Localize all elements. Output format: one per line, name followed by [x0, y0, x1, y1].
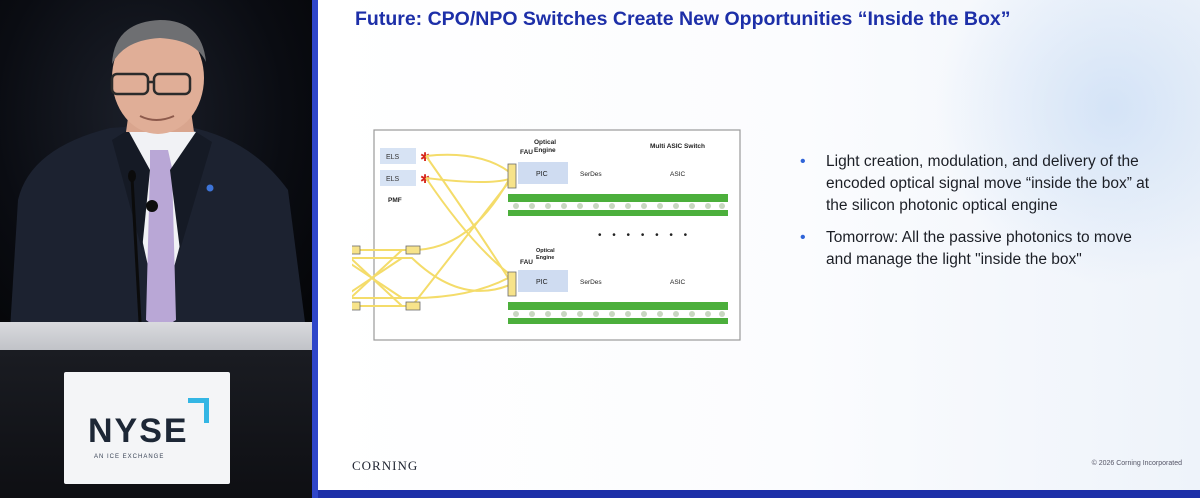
- bullet-dot-icon: •: [800, 229, 806, 246]
- presenter-figure: [10, 20, 306, 330]
- substrate-bottom-upper: [508, 302, 728, 310]
- optical-engine-label-top-2: Engine: [534, 147, 556, 154]
- copyright-notice: © 2026 Corning Incorporated: [1091, 460, 1182, 467]
- els-star-icon-bottom: ✱: [420, 172, 430, 186]
- pmf-label: PMF: [388, 197, 402, 204]
- pic-label-top: PIC: [536, 171, 548, 178]
- bullet-item: • Light creation, modulation, and delive…: [796, 151, 1156, 217]
- presentation-slide: Future: CPO/NPO Switches Create New Oppo…: [318, 0, 1200, 498]
- presenter-video: NYSE AN ICE EXCHANGE: [0, 0, 312, 498]
- bullet-dot-icon: •: [800, 153, 806, 170]
- fiber-connectors: [352, 245, 421, 311]
- bullet-item: • Tomorrow: All the passive photonics to…: [796, 227, 1156, 271]
- serdes-label-top: SerDes: [580, 171, 602, 178]
- slide-background-glow: [920, 0, 1200, 300]
- optical-engine-label-bottom-2: Engine: [536, 255, 554, 261]
- optical-engine-label-bottom-1: Optical: [536, 248, 555, 254]
- multi-asic-switch-label: Multi ASIC Switch: [650, 143, 705, 150]
- corning-logo: CORNING: [352, 458, 419, 473]
- substrate-bottom-lower: [508, 318, 728, 324]
- bullet-text: Light creation, modulation, and delivery…: [826, 153, 1150, 214]
- fau-block-top: [507, 163, 517, 189]
- video-slide-divider: [312, 0, 318, 498]
- fau-block-bottom: [507, 271, 517, 297]
- bump-row-top: [513, 203, 725, 209]
- cpo-switch-diagram: ELS ✱ ELS ✱ PMF: [352, 126, 742, 342]
- nyse-tagline: AN ICE EXCHANGE: [94, 454, 165, 460]
- ellipsis-separator: • • • • • • •: [598, 230, 691, 241]
- optical-fibers: [352, 153, 513, 307]
- optical-engine-label-top-1: Optical: [534, 139, 556, 146]
- slide-bullet-list: • Light creation, modulation, and delive…: [796, 151, 1156, 281]
- lectern-top: [0, 322, 312, 352]
- els-label-top: ELS: [386, 154, 400, 161]
- substrate-top-upper: [508, 194, 728, 202]
- asic-label-top: ASIC: [670, 171, 685, 178]
- nyse-logo-mark-icon: [188, 398, 209, 423]
- els-module-top: [380, 148, 416, 164]
- fau-label-bottom: FAU: [520, 259, 533, 266]
- bullet-text: Tomorrow: All the passive photonics to m…: [826, 229, 1132, 268]
- pic-label-bottom: PIC: [536, 279, 548, 286]
- pic-block-top: [518, 162, 568, 184]
- nyse-logo-text: NYSE: [88, 412, 189, 450]
- slide-title: Future: CPO/NPO Switches Create New Oppo…: [355, 8, 1011, 30]
- asic-label-bottom: ASIC: [670, 279, 685, 286]
- pic-block-bottom: [518, 270, 568, 292]
- slide-bottom-bar: [318, 490, 1200, 498]
- els-star-icon-top: ✱: [420, 150, 430, 164]
- nyse-sign: NYSE AN ICE EXCHANGE: [64, 372, 230, 484]
- fau-label-top: FAU: [520, 149, 533, 156]
- serdes-label-bottom: SerDes: [580, 279, 602, 286]
- els-module-bottom: [380, 170, 416, 186]
- substrate-top-lower: [508, 210, 728, 216]
- els-label-bottom: ELS: [386, 176, 400, 183]
- bump-row-bottom: [513, 311, 725, 317]
